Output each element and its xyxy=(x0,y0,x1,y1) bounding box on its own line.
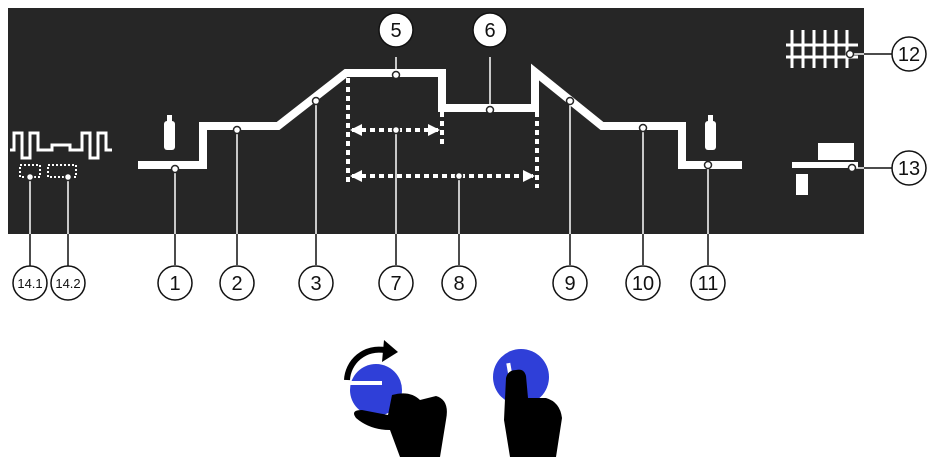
callout-label: 5 xyxy=(390,20,401,42)
leader-dots xyxy=(25,49,857,182)
callout-label: 1 xyxy=(169,273,180,295)
callout-14-1 xyxy=(12,265,48,301)
callout-2 xyxy=(219,265,255,301)
callout-8 xyxy=(441,265,477,301)
gas-bottle-icon xyxy=(164,115,175,150)
callout-label: 7 xyxy=(390,273,401,295)
callout-label: 14.1 xyxy=(17,276,42,291)
callout-label: 3 xyxy=(310,273,321,295)
leader-lines-outside xyxy=(29,53,892,266)
arrow-heads xyxy=(350,124,535,182)
callout-14-2 xyxy=(50,265,86,301)
callout-label: 8 xyxy=(453,273,464,295)
callout-1 xyxy=(157,265,193,301)
callout-label: 6 xyxy=(484,20,495,42)
callout-12 xyxy=(891,36,927,72)
callout-7 xyxy=(378,265,414,301)
callout-label: 13 xyxy=(898,158,920,180)
callout-label: 14.2 xyxy=(55,276,80,291)
callout-3 xyxy=(298,265,334,301)
gas-bottle-icon xyxy=(705,115,716,150)
callout-6 xyxy=(472,12,508,48)
callout-11 xyxy=(690,265,726,301)
callout-label: 12 xyxy=(898,44,920,66)
dotted-time-markers xyxy=(346,78,539,188)
callout-10 xyxy=(625,265,661,301)
callout-9 xyxy=(552,265,588,301)
callout-5 xyxy=(378,12,414,48)
spot-weld-icon xyxy=(792,143,858,195)
program-profile-line xyxy=(138,63,742,169)
callout-label: 11 xyxy=(698,273,719,295)
callout-13 xyxy=(891,150,927,186)
callout-label: 10 xyxy=(632,273,654,295)
callout-circles xyxy=(12,12,927,301)
rotate-knob-icon xyxy=(344,340,447,457)
callout-label: 2 xyxy=(231,273,242,295)
pulse-comb-icon xyxy=(786,30,858,68)
callout-label: 9 xyxy=(564,273,575,295)
display-panel xyxy=(8,8,864,234)
press-knob-icon xyxy=(493,349,562,457)
leader-lines xyxy=(29,53,864,234)
